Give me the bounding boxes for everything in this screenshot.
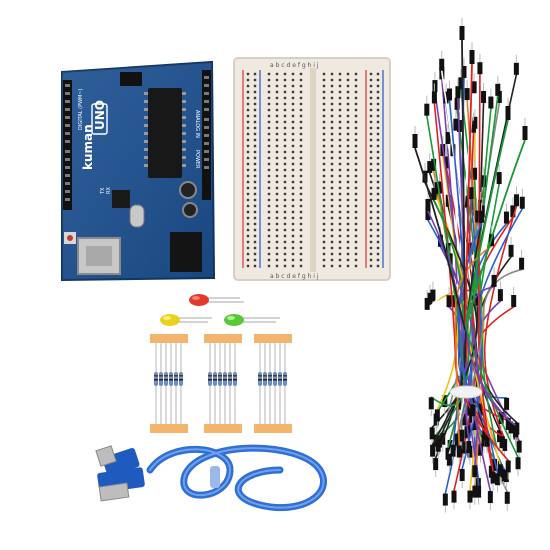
usb-b-plug	[95, 445, 140, 476]
breadboard-letters-bottom: a b c d e f g h i j	[270, 273, 319, 280]
led-green	[224, 314, 280, 326]
led-yellow	[160, 314, 212, 326]
breadboard-letters-top: a b c d e f g h i j	[270, 62, 319, 69]
jumper-wire	[464, 98, 511, 331]
digital-header	[63, 80, 72, 210]
jumper-wire	[464, 118, 528, 331]
jumper-wire	[477, 54, 496, 491]
resistor-packs	[150, 334, 292, 433]
power-label: POWER	[194, 150, 200, 169]
resistor-pack	[204, 334, 242, 433]
jumper-wire	[412, 126, 466, 331]
jumper-wire	[457, 202, 485, 424]
tx-label: TX	[100, 187, 106, 195]
digital-label: DIGITAL (PWM~)	[78, 88, 84, 130]
capacitor	[182, 202, 198, 218]
led-red	[189, 294, 244, 306]
resistor-pack	[254, 334, 292, 433]
usb-cable	[95, 444, 327, 512]
analog-label: ANALOG IN	[194, 110, 200, 138]
jumper-wires	[412, 18, 528, 513]
jumper-wire	[431, 179, 521, 477]
board-brand: kuman	[81, 124, 95, 170]
microcontroller-chip	[148, 88, 182, 178]
jumper-wire	[464, 42, 475, 331]
jumper-wire	[459, 18, 466, 331]
arduino-board: kuman UNO DIGITAL (PWM~) ANALOG IN POWER…	[61, 60, 216, 282]
resistor-pack	[150, 334, 188, 433]
power-jack	[170, 232, 202, 272]
rx-label: RX	[106, 187, 112, 194]
usb-chip	[112, 190, 130, 208]
capacitor	[179, 181, 197, 199]
icsp-header	[120, 72, 142, 86]
board-model: UNO	[91, 100, 108, 135]
svg-text:UNO: UNO	[93, 100, 107, 130]
breadboard-holes	[246, 72, 380, 268]
breadboard: a b c d e f g h i j a b c d e f g h i j	[233, 57, 391, 281]
zip-tie	[449, 385, 483, 399]
crystal	[129, 204, 145, 228]
cable-tie	[210, 466, 220, 488]
